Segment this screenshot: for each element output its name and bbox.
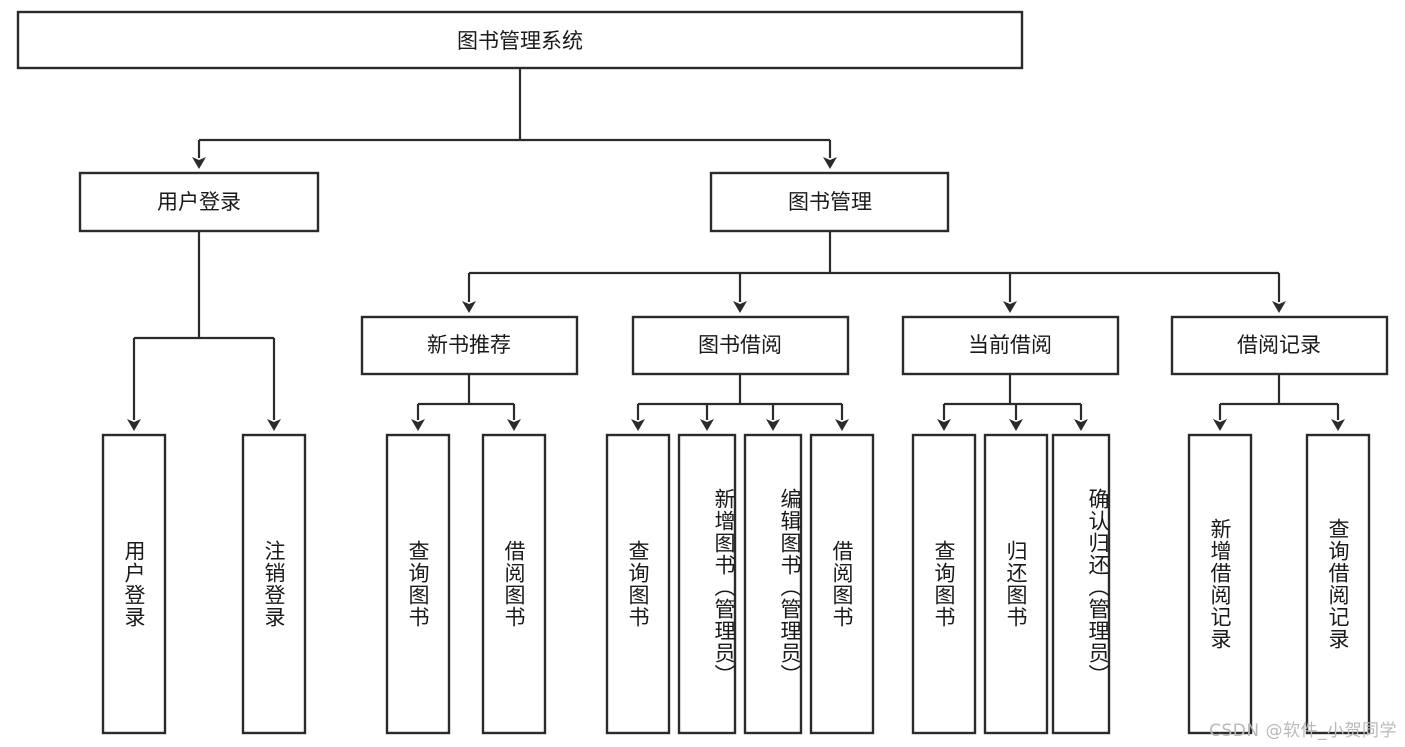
node-root-label: 图书管理系统: [457, 29, 583, 53]
node-leaf-edit-book-admin-box[interactable]: [743, 433, 803, 735]
node-borrow-record-label: 借阅记录: [1237, 333, 1321, 357]
node-book-management-label: 图书管理: [788, 190, 872, 214]
node-borrow-record-box[interactable]: [1170, 315, 1389, 376]
node-current-borrow[interactable]: 当前借阅: [901, 315, 1120, 376]
node-leaf-borrow-book-box[interactable]: [809, 433, 875, 735]
node-borrow-record[interactable]: 借阅记录: [1170, 315, 1389, 376]
node-layer: 图书管理系统 用户登录 图书管理 新书推荐 图书借阅: [16, 10, 1389, 735]
connector-layer: [127, 68, 1345, 431]
node-user-login-box[interactable]: [78, 171, 320, 233]
node-current-borrow-box[interactable]: [901, 315, 1120, 376]
node-leaf-user-logout-box[interactable]: [241, 433, 307, 735]
node-root[interactable]: 图书管理系统: [16, 10, 1024, 70]
node-user-login[interactable]: 用户登录: [78, 171, 320, 233]
node-book-management[interactable]: 图书管理: [709, 171, 950, 233]
node-new-book-recommend-box[interactable]: [360, 315, 579, 376]
node-leaf-query-borrow-record-box[interactable]: [1305, 433, 1371, 735]
node-book-borrow[interactable]: 图书借阅: [631, 315, 850, 376]
node-root-box[interactable]: [16, 10, 1024, 70]
node-user-login-label: 用户登录: [157, 190, 241, 214]
node-new-book-recommend-label: 新书推荐: [427, 333, 511, 357]
node-leaf-query-book-current-box[interactable]: [911, 433, 977, 735]
node-book-borrow-box[interactable]: [631, 315, 850, 376]
node-leaf-borrow-book-recommend-box[interactable]: [481, 433, 547, 735]
csdn-watermark: CSDN @软件_小贺同学: [1209, 721, 1397, 741]
node-leaf-return-book-box[interactable]: [983, 433, 1049, 735]
node-leaf-add-borrow-record-box[interactable]: [1187, 433, 1253, 735]
node-leaf-query-book-borrow-box[interactable]: [605, 433, 671, 735]
node-book-management-box[interactable]: [709, 171, 950, 233]
node-leaf-confirm-return-admin-box[interactable]: [1051, 433, 1111, 735]
node-leaf-query-book-recommend-box[interactable]: [385, 433, 451, 735]
node-leaf-user-login-box[interactable]: [101, 433, 167, 735]
node-current-borrow-label: 当前借阅: [968, 333, 1052, 357]
node-new-book-recommend[interactable]: 新书推荐: [360, 315, 579, 376]
node-book-borrow-label: 图书借阅: [698, 333, 782, 357]
node-leaf-add-book-admin-box[interactable]: [677, 433, 737, 735]
